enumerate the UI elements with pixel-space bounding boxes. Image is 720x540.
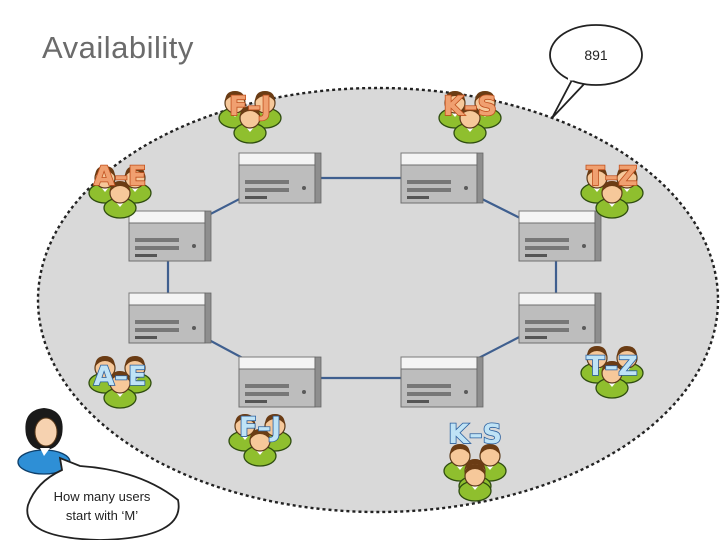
user-group-label: F–J: [239, 412, 281, 443]
question-line-1: How many users: [54, 489, 151, 504]
server-icon: [400, 356, 484, 408]
user-group-label: T–Z: [586, 161, 638, 192]
server-icon: [400, 152, 484, 204]
server-icon: [238, 356, 322, 408]
counter-value: 891: [584, 47, 608, 63]
server-icon: [518, 210, 602, 262]
user-group-icon: F–J: [229, 411, 291, 466]
user-group-label: K–S: [443, 91, 497, 122]
server-icon: [128, 210, 212, 262]
server-icon: [518, 292, 602, 344]
user-group-icon: T–Z: [581, 160, 643, 218]
user-group-label: K–S: [448, 419, 502, 450]
counter-bubble: [551, 79, 588, 119]
user-group-icon: F–J: [219, 90, 281, 143]
user-group-label: A–E: [94, 161, 147, 192]
user-group-label: A–E: [94, 361, 147, 392]
counter-bubble-body: [549, 24, 643, 86]
user-group-icon: A–E: [89, 356, 151, 408]
server-icon: [128, 292, 212, 344]
user-group-label: T–Z: [586, 351, 638, 382]
slide-title: Availability: [42, 30, 194, 65]
user-group-icon: T–Z: [581, 346, 643, 398]
cluster-ring: [36, 86, 720, 514]
user-group-icon: K–S: [444, 418, 506, 502]
user-group-label: F–J: [229, 91, 271, 122]
question-line-2: start with ‘M’: [66, 508, 138, 523]
woman-user-icon: [17, 408, 71, 475]
user-group-icon: A–E: [89, 160, 151, 218]
user-group-icon: K–S: [439, 90, 501, 143]
server-icon: [238, 152, 322, 204]
